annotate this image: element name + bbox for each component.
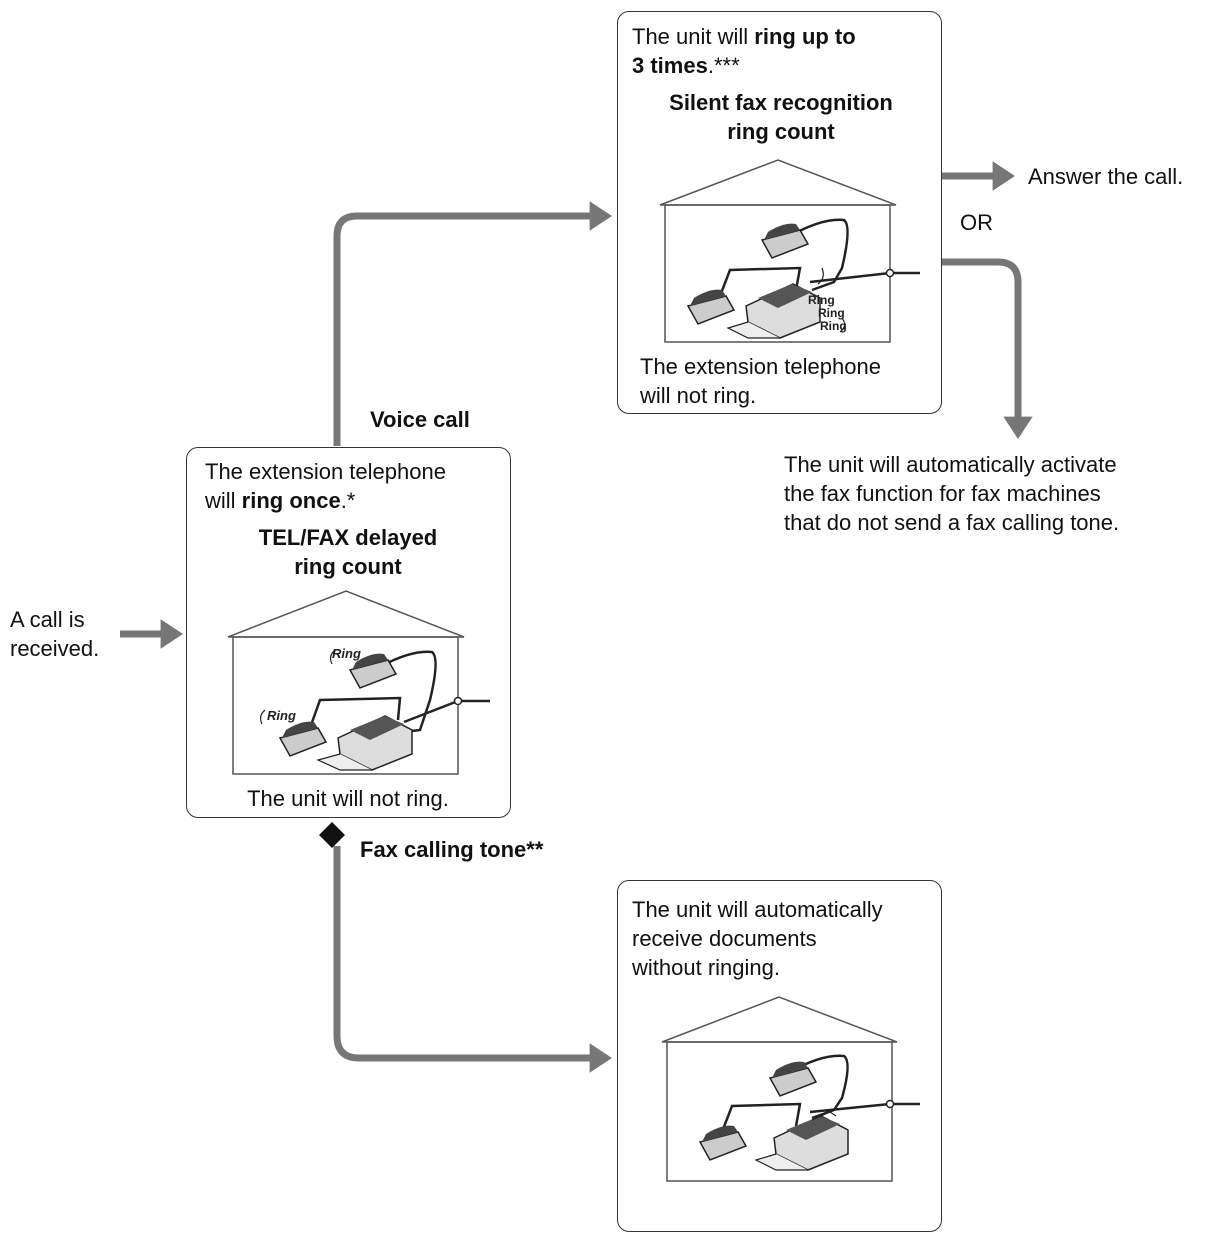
voice-call-label: Voice call [370, 407, 470, 432]
diamond-marker [319, 822, 345, 848]
main-phone-icon [278, 721, 328, 757]
bottom-line3: without ringing. [632, 955, 780, 980]
auto-activate-line2: the fax function for fax machines [784, 481, 1101, 506]
center-line2: will ring once.* [205, 486, 355, 515]
center-line2-pre: will [205, 488, 242, 513]
answer-call-label: Answer the call. [1028, 164, 1184, 189]
extension-phone-icon [348, 653, 398, 689]
top-line2-post: .*** [707, 53, 740, 78]
house-walls [232, 636, 459, 775]
bottom-line1: The unit will automatically [632, 897, 883, 922]
fax-machine-icon [316, 715, 413, 771]
center-line1: The extension telephone [205, 459, 446, 484]
ring-label-upper: Ring [332, 646, 361, 661]
auto-receive-box: The unit will automatically receive docu… [617, 880, 942, 1232]
top-caption2: will not ring. [640, 383, 757, 408]
arrow-voice-call [333, 201, 612, 446]
center-title1: TEL/FAX delayed [258, 525, 438, 550]
or-label: OR [960, 210, 993, 235]
arrow-or-activate [942, 258, 1033, 439]
ring-label-lower: Ring [267, 708, 296, 723]
top-line2-bold: 3 times [632, 53, 708, 78]
auto-activate-line1: The unit will automatically activate [784, 452, 1117, 477]
bottom-line2: receive documents [632, 926, 817, 951]
top-title2: ring count [727, 119, 835, 144]
arrow-fax-tone [333, 846, 612, 1073]
start-label-line1: A call is [10, 607, 85, 632]
top-line1-bold: ring up to [754, 24, 856, 49]
top-line2: 3 times.*** [632, 51, 740, 80]
top-caption1: The extension telephone [640, 354, 881, 379]
start-label-line2: received. [10, 636, 100, 661]
ring-label-1: Ring [808, 293, 835, 307]
top-line1-pre: The unit will [632, 24, 755, 49]
center-line2-bold: ring once [241, 488, 341, 513]
fax-calling-tone-label: Fax calling tone** [360, 837, 544, 862]
center-line2-post: .* [340, 488, 356, 513]
center-title2: ring count [294, 554, 402, 579]
auto-activate-line3: that do not send a fax calling tone. [784, 510, 1120, 535]
top-line1: The unit will ring up to [632, 22, 856, 51]
center-caption: The unit will not ring. [247, 786, 449, 811]
top-title1: Silent fax recognition [669, 90, 893, 115]
ring-label-2: Ring [818, 306, 845, 320]
silent-fax-recognition-box: The unit will ring up to 3 times.*** Sil… [617, 11, 942, 414]
ring-label-3: Ring [820, 319, 847, 333]
